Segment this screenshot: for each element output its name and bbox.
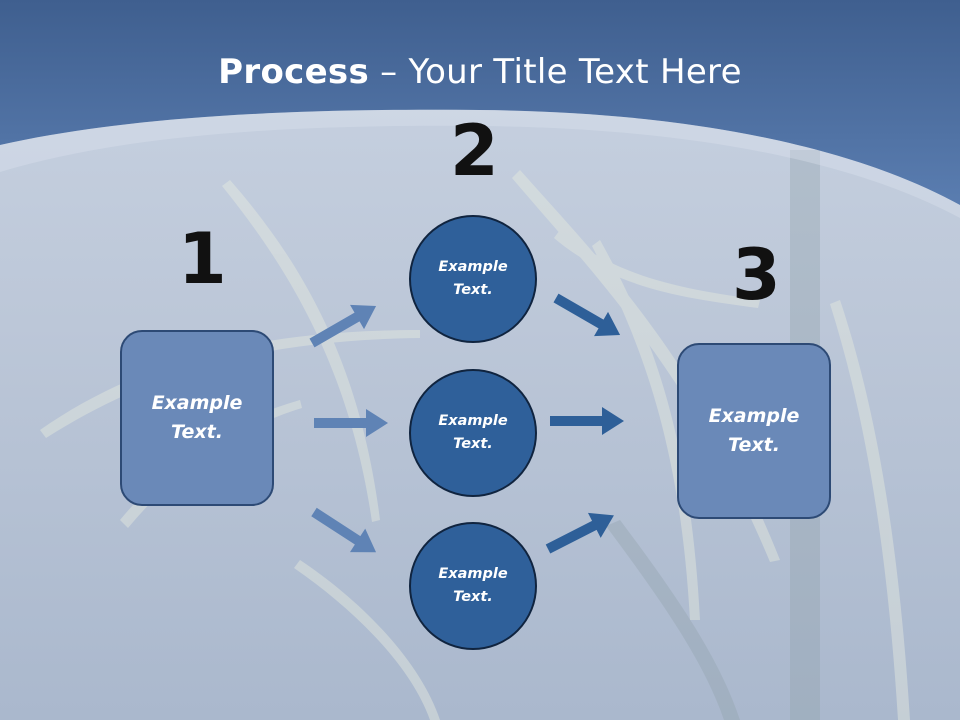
step-number-3: 3 [732, 234, 781, 316]
circle-middle-text: Example Text. [438, 413, 508, 452]
circle-top-text: Example Text. [438, 259, 508, 298]
circle-bottom-text: Example Text. [438, 566, 508, 605]
left-box-text: Example Text. [151, 392, 243, 443]
left-box: Example Text. [120, 330, 274, 506]
arrow-left-down [306, 500, 384, 565]
arrow-left-up [305, 293, 384, 356]
title-rest: – Your Title Text Here [369, 52, 742, 92]
arrow-right-up [541, 502, 621, 562]
slide-title: Process – Your Title Text Here [0, 52, 960, 92]
circle-top: Example Text. [409, 215, 537, 343]
circle-bottom: Example Text. [409, 522, 537, 650]
step-number-2: 2 [450, 110, 499, 192]
arrow-right-down [549, 285, 628, 348]
arrow-right-middle [550, 407, 624, 435]
right-box-text: Example Text. [708, 405, 800, 456]
title-bold: Process [218, 52, 370, 92]
header-band [0, 0, 960, 205]
arrow-left-middle [314, 409, 388, 437]
circle-middle: Example Text. [409, 369, 537, 497]
right-box: Example Text. [677, 343, 831, 519]
step-number-1: 1 [178, 218, 227, 300]
